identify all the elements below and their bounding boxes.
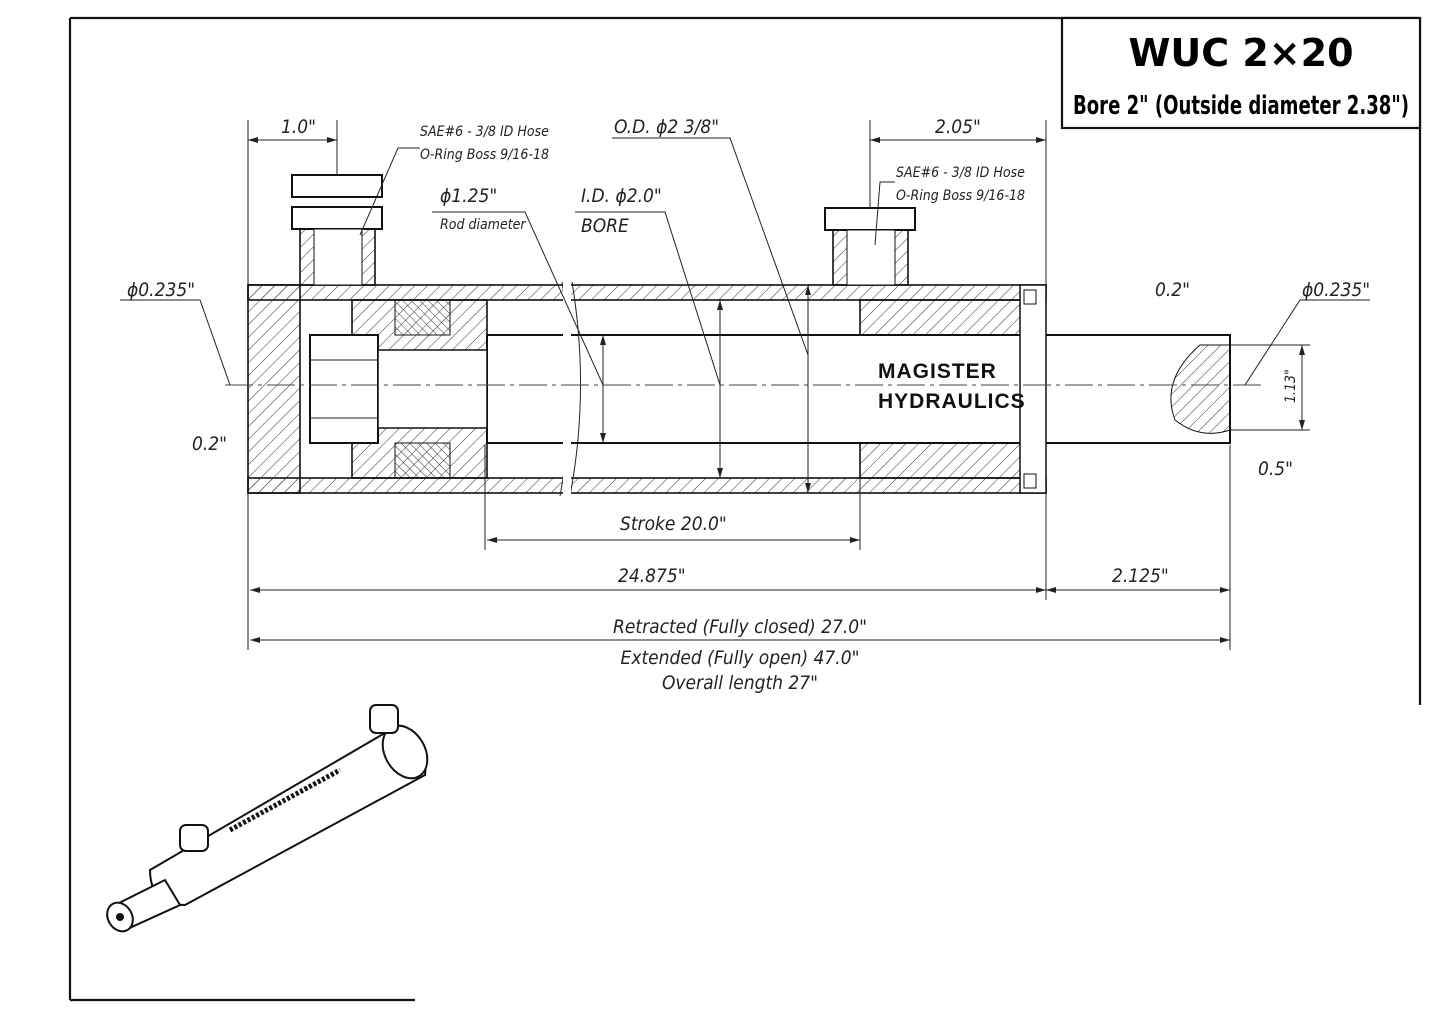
dim-extended: Extended (Fully open) 47.0" — [621, 647, 860, 669]
bore-subtitle: Bore 2" (Outside diameter 2.38") — [1073, 91, 1409, 121]
cylinder-isometric-sketch — [106, 704, 429, 933]
dim-rod-end-depth: 0.5" — [1258, 458, 1293, 480]
dim-pin-hole-right: ϕ0.235" — [1302, 279, 1370, 301]
dim-rod-diameter: ϕ1.25" — [440, 185, 497, 207]
dim-body-length: 24.875" — [618, 565, 686, 587]
brand-line-1: MAGISTER — [878, 360, 997, 383]
dim-retracted: Retracted (Fully closed) 27.0" — [613, 616, 867, 638]
port-left-spec-2: O-Ring Boss 9/16-18 — [420, 147, 549, 163]
title-block: WUC 2×20 Bore 2" (Outside diameter 2.38"… — [1060, 16, 1422, 130]
dim-overall: Overall length 27" — [662, 672, 818, 694]
dim-port-offset-left: 1.0" — [281, 116, 316, 138]
dimension-labels: 1.0" SAE#6 - 3/8 ID Hose O-Ring Boss 9/1… — [127, 116, 1370, 694]
rod-diameter-label: Rod diameter — [440, 217, 526, 233]
dim-stroke: Stroke 20.0" — [620, 513, 727, 535]
model-title: WUC 2×20 — [1128, 31, 1353, 75]
dim-pin-hole-left: ϕ0.235" — [127, 279, 195, 301]
dim-rod-extension: 2.125" — [1112, 565, 1169, 587]
dimension-lines — [120, 120, 1370, 650]
dim-left-pin-offset: 0.2" — [192, 433, 227, 455]
port-left — [291, 174, 383, 286]
dim-outer-diameter: O.D. ϕ2 3/8" — [614, 116, 719, 138]
port-right-spec-1: SAE#6 - 3/8 ID Hose — [896, 165, 1025, 181]
brand-line-2: HYDRAULICS — [878, 390, 1026, 413]
dim-inner-diameter: I.D. ϕ2.0" — [581, 185, 662, 207]
port-right — [824, 207, 916, 286]
port-right-spec-2: O-Ring Boss 9/16-18 — [896, 188, 1025, 204]
inner-diameter-label: BORE — [581, 215, 629, 237]
dim-port-offset-right: 2.05" — [935, 116, 981, 138]
dim-right-pin-offset: 0.2" — [1155, 279, 1190, 301]
cylinder-body — [225, 280, 1265, 498]
dim-rod-end-width: 1.13" — [1283, 369, 1299, 403]
port-left-spec-1: SAE#6 - 3/8 ID Hose — [420, 124, 549, 140]
